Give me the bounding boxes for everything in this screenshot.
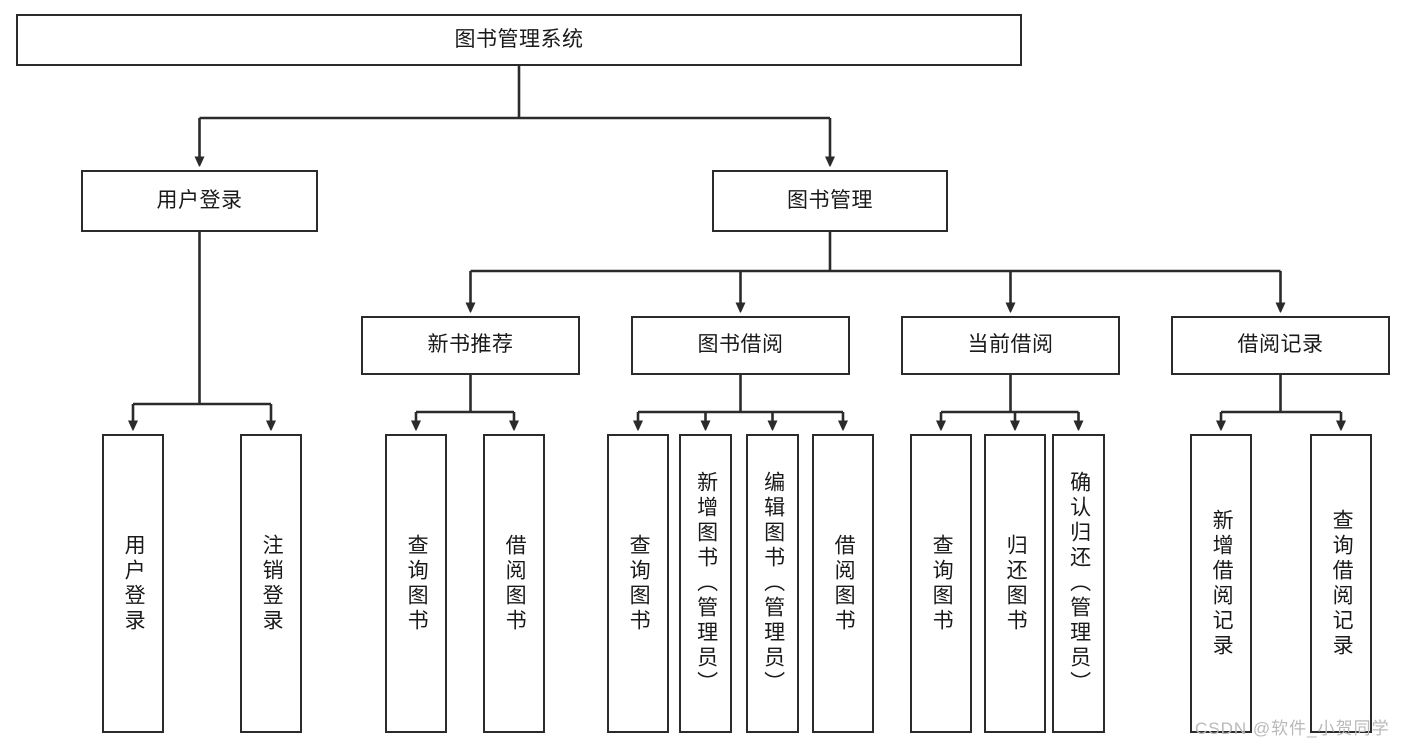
- node-label: 用户登录: [122, 533, 146, 634]
- node-label: 注销登录: [260, 533, 284, 634]
- node-leaf-query-record[interactable]: 查询借阅记录: [1310, 434, 1372, 733]
- node-label: 图书管理: [787, 188, 873, 212]
- node-label: 查询借阅记录: [1330, 508, 1354, 659]
- node-leaf-add-book[interactable]: 新增图书（管理员）: [679, 434, 732, 733]
- node-leaf-edit-book[interactable]: 编辑图书（管理员）: [746, 434, 799, 733]
- node-root[interactable]: 图书管理系统: [16, 14, 1022, 66]
- node-current-borrow[interactable]: 当前借阅: [901, 316, 1120, 375]
- node-label: 借阅图书: [503, 533, 527, 634]
- node-label: 查询图书: [930, 533, 954, 634]
- node-label: 编辑图书（管理员）: [761, 471, 785, 696]
- node-label: 确认归还（管理员）: [1067, 471, 1091, 696]
- node-user-login[interactable]: 用户登录: [81, 170, 318, 232]
- node-leaf-add-record[interactable]: 新增借阅记录: [1190, 434, 1252, 733]
- node-label: 归还图书: [1004, 533, 1028, 634]
- node-leaf-query-book-2[interactable]: 查询图书: [607, 434, 669, 733]
- node-leaf-borrow-book-2[interactable]: 借阅图书: [812, 434, 874, 733]
- node-label: 图书借阅: [697, 333, 784, 357]
- node-leaf-confirm-return[interactable]: 确认归还（管理员）: [1052, 434, 1105, 733]
- node-leaf-query-book-1[interactable]: 查询图书: [385, 434, 447, 733]
- node-book-borrow[interactable]: 图书借阅: [631, 316, 850, 375]
- csdn-watermark: CSDN @软件_小贺同学: [1195, 719, 1390, 738]
- node-label: 新书推荐: [427, 333, 514, 357]
- node-leaf-return-book[interactable]: 归还图书: [984, 434, 1046, 733]
- node-label: 查询图书: [405, 533, 429, 634]
- node-label: 当前借阅: [967, 333, 1054, 357]
- node-leaf-borrow-book-1[interactable]: 借阅图书: [483, 434, 545, 733]
- node-label: 新增借阅记录: [1210, 508, 1234, 659]
- node-label: 图书管理系统: [454, 27, 584, 51]
- node-leaf-user-logout[interactable]: 注销登录: [240, 434, 302, 733]
- node-new-book-recommend[interactable]: 新书推荐: [361, 316, 580, 375]
- node-label: 借阅记录: [1237, 333, 1324, 357]
- node-leaf-user-login[interactable]: 用户登录: [102, 434, 164, 733]
- node-label: 用户登录: [156, 188, 243, 212]
- node-book-manage[interactable]: 图书管理: [712, 170, 948, 232]
- node-borrow-record[interactable]: 借阅记录: [1171, 316, 1390, 375]
- node-label: 查询图书: [627, 533, 651, 634]
- node-leaf-query-book-3[interactable]: 查询图书: [910, 434, 972, 733]
- node-label: 新增图书（管理员）: [694, 471, 718, 696]
- node-label: 借阅图书: [832, 533, 856, 634]
